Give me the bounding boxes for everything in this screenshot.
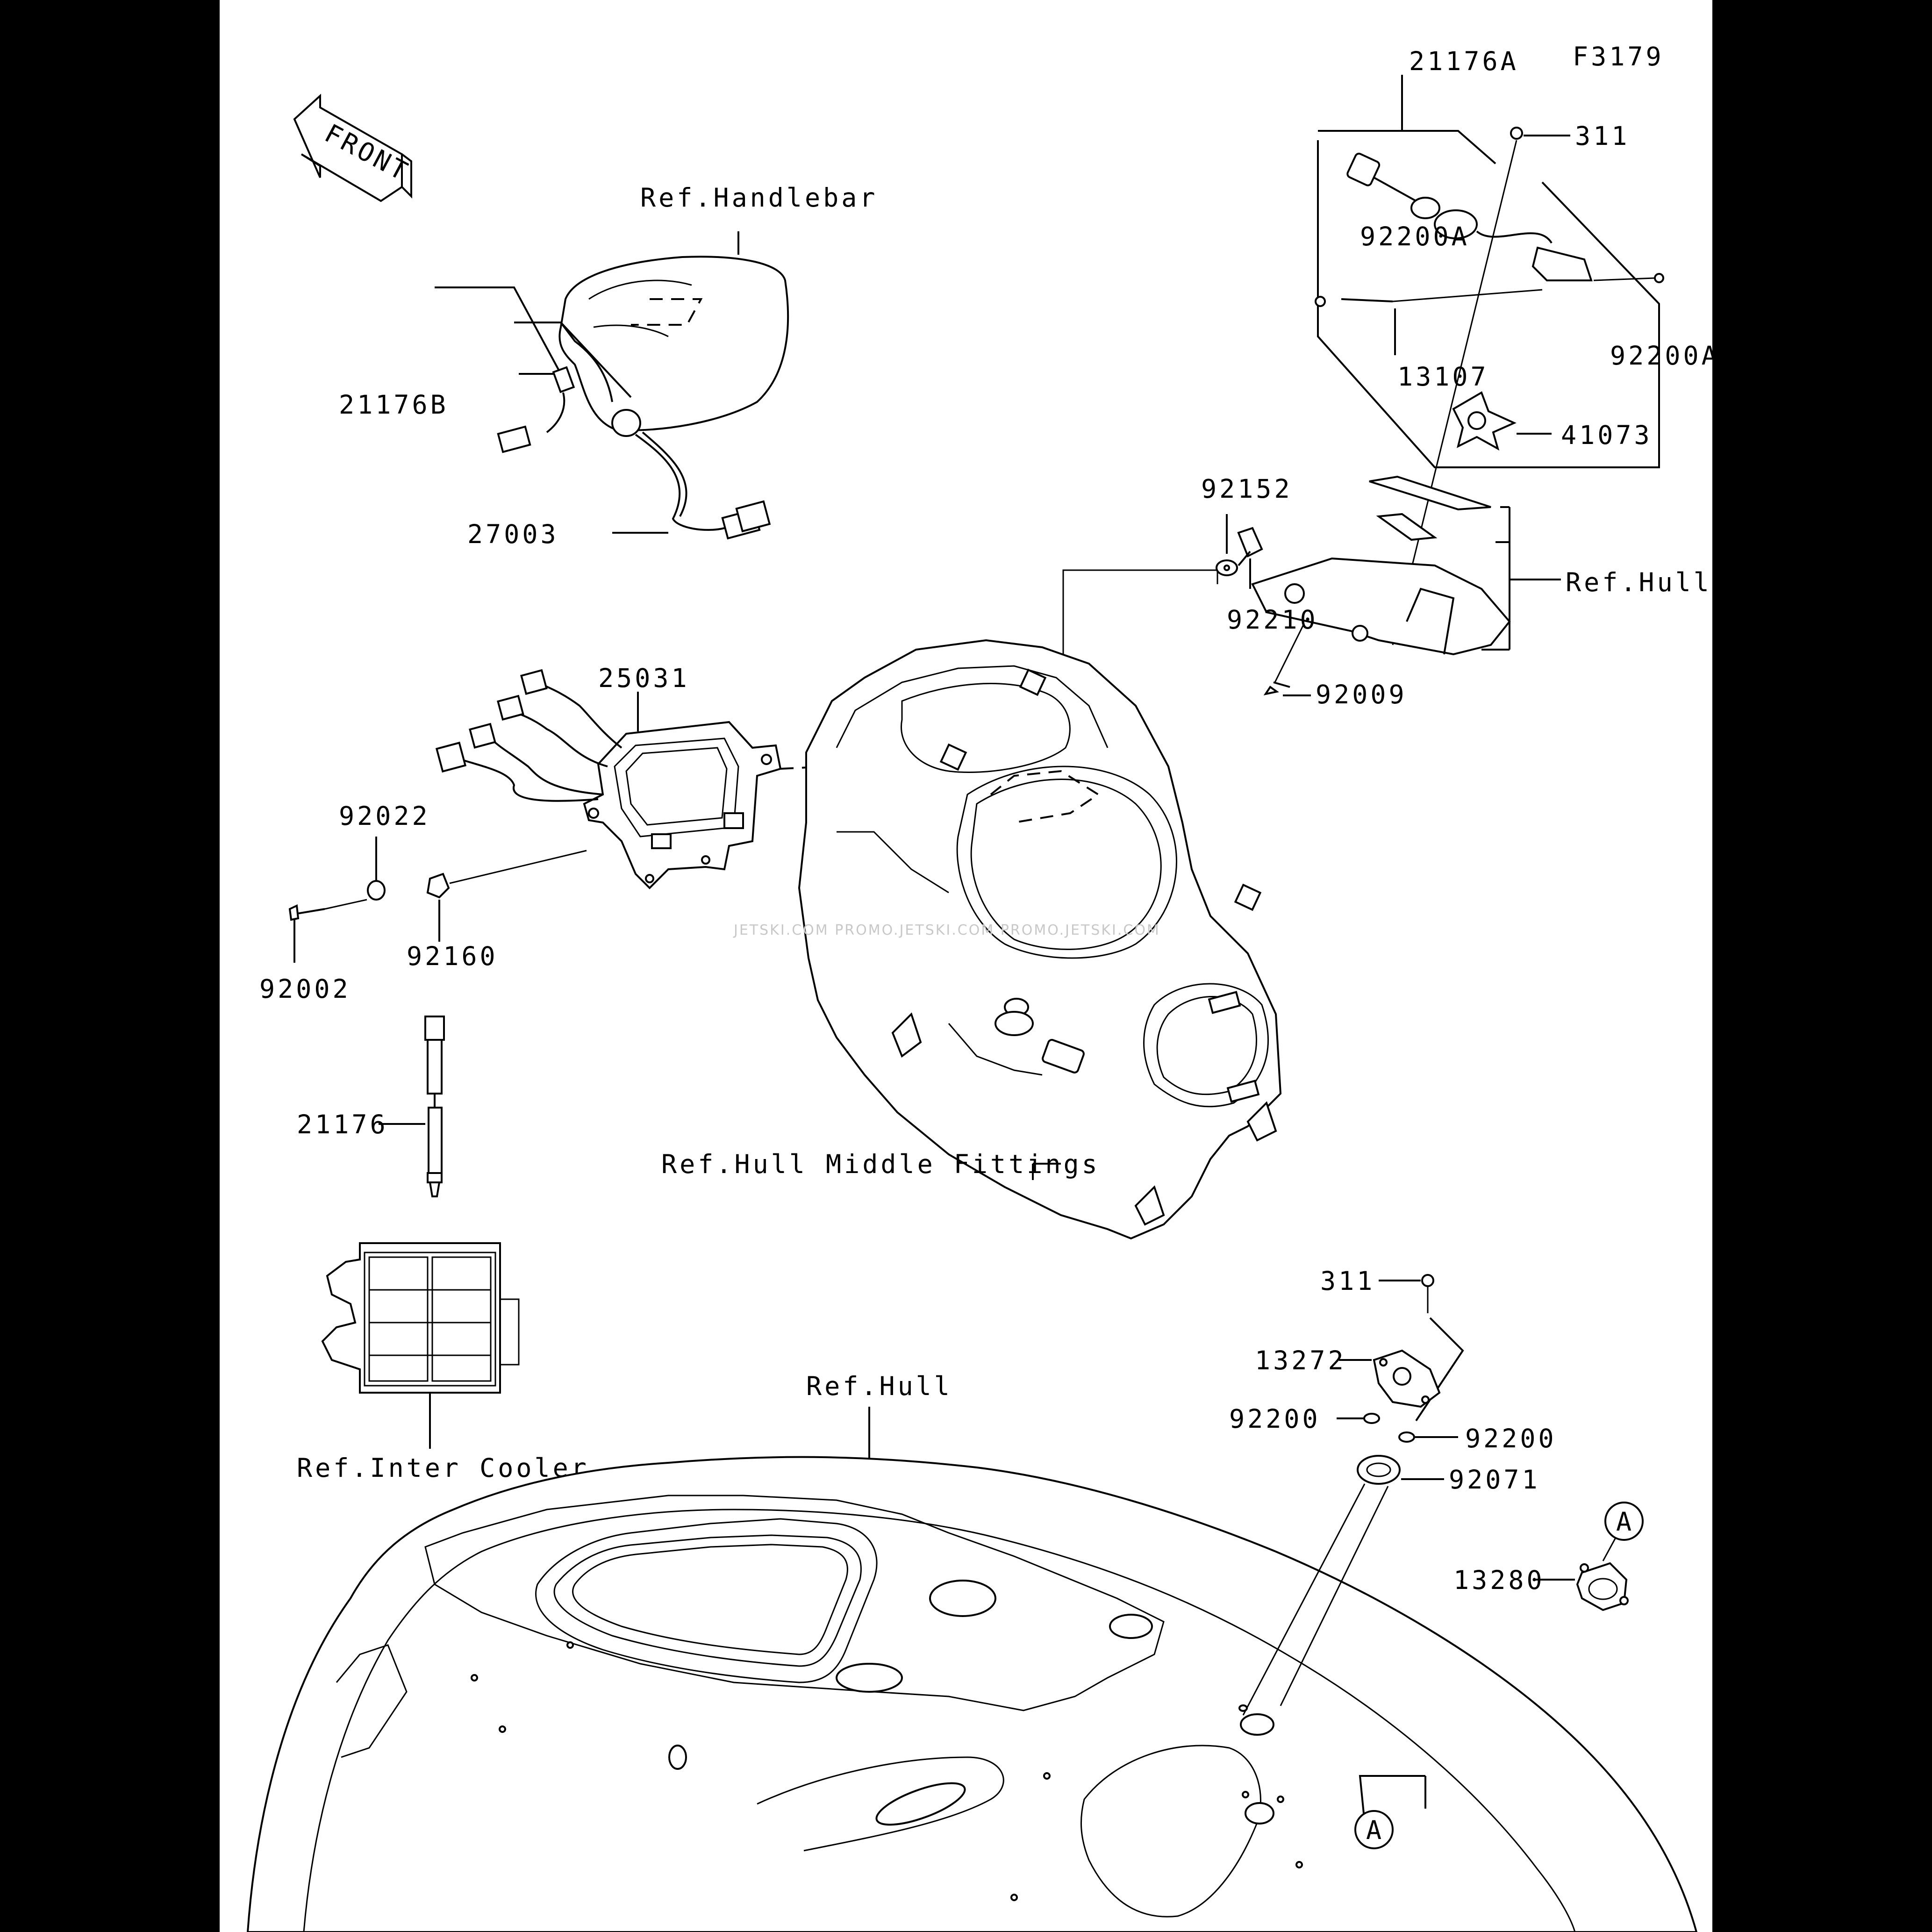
sensor-21176 <box>379 1016 445 1197</box>
label-92160: 92160 <box>407 941 498 971</box>
callout-a-top-letter: A <box>1616 1507 1634 1537</box>
label-92200-right: 92200 <box>1465 1424 1557 1453</box>
front-arrow-icon: FRONT <box>293 93 415 202</box>
label-311-top: 311 <box>1575 121 1630 151</box>
label-ref-hull-top: Ref.Hull <box>1566 567 1712 597</box>
label-13280: 13280 <box>1453 1565 1545 1595</box>
label-21176A: 21176A <box>1409 46 1519 76</box>
label-21176B: 21176B <box>339 390 449 420</box>
hull-bracket-top <box>1251 475 1561 696</box>
label-92022: 92022 <box>339 801 430 831</box>
label-13272: 13272 <box>1255 1345 1346 1375</box>
fitting-13280 <box>1533 1535 1629 1611</box>
label-92152: 92152 <box>1201 474 1293 504</box>
label-92200A-right: 92200A <box>1610 341 1712 371</box>
label-92071: 92071 <box>1449 1465 1540 1495</box>
label-311-bottom: 311 <box>1320 1266 1375 1296</box>
figure-id: F3179 <box>1573 42 1664 72</box>
label-ref-hull-bottom: Ref.Hull <box>806 1371 952 1401</box>
handlebar-cover <box>435 231 789 540</box>
label-ref-inter-cooler: Ref.Inter Cooler <box>297 1453 589 1483</box>
fasteners-meter <box>288 837 587 963</box>
assembly-21176A-group <box>1315 75 1664 645</box>
inter-cooler <box>321 1242 520 1449</box>
label-92210: 92210 <box>1227 605 1318 635</box>
label-27003: 27003 <box>467 519 559 549</box>
hull-bottom <box>246 1407 1698 1932</box>
callout-a-bottom: A <box>1354 1775 1426 1849</box>
label-92002: 92002 <box>259 974 351 1004</box>
label-21176: 21176 <box>297 1109 388 1139</box>
parts-diagram: FRONT F3179 21176A 311 92200A 92200A 131… <box>246 42 1712 1932</box>
label-ref-handlebar: Ref.Handlebar <box>640 183 878 213</box>
callout-a-top: A <box>1604 1502 1644 1541</box>
label-ref-hull-middle-fittings: Ref.Hull Middle Fittings <box>661 1149 1100 1179</box>
label-92200A-left: 92200A <box>1360 222 1470 251</box>
label-92200-left: 92200 <box>1229 1404 1321 1434</box>
hull-middle-fittings <box>798 639 1282 1240</box>
label-41073: 41073 <box>1561 420 1653 450</box>
watermark: JETSKI.COM PROMO.JETSKI.COM PROMO.JETSKI… <box>733 922 1160 938</box>
fitting-13272-group <box>1238 1274 1464 1736</box>
label-25031: 25031 <box>598 663 690 693</box>
label-13107: 13107 <box>1397 362 1489 392</box>
clip-92152-92210 <box>1062 514 1263 664</box>
meter-25031 <box>435 669 1015 889</box>
parts-diagram-sheet: FRONT F3179 21176A 311 92200A 92200A 131… <box>220 0 1712 1932</box>
callout-a-bottom-letter: A <box>1366 1815 1384 1845</box>
label-92009: 92009 <box>1316 680 1407 709</box>
